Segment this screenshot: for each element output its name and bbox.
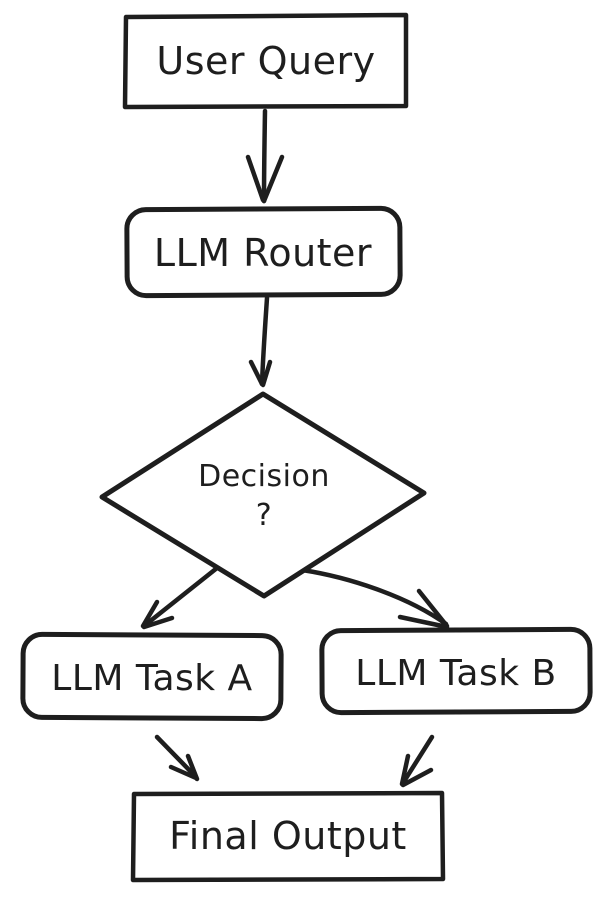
arrow-user-query-to-llm-router xyxy=(245,108,285,204)
node-label: Final Output xyxy=(169,814,407,858)
rectangle-shape xyxy=(130,790,446,883)
rectangle-shape xyxy=(122,12,409,110)
arrow-line xyxy=(261,108,268,204)
arrowhead-icon xyxy=(399,753,434,788)
diamond-shape xyxy=(99,391,427,599)
arrow-line xyxy=(299,567,449,627)
node-llm-task-a: LLM Task A xyxy=(20,631,284,722)
node-user-query: User Query xyxy=(122,12,409,110)
node-label: LLM Router xyxy=(154,231,372,275)
node-label: Decision xyxy=(198,459,330,494)
node-label-line2: ? xyxy=(256,498,272,533)
arrow-line xyxy=(141,565,220,629)
arrowhead-icon xyxy=(397,588,450,630)
node-decision: Decision ? xyxy=(99,391,427,599)
arrow-llm-task-a-to-final-output xyxy=(154,734,200,782)
arrow-line xyxy=(259,295,270,387)
arrow-line xyxy=(400,734,435,786)
node-label: LLM Task B xyxy=(355,653,556,694)
node-llm-router: LLM Router xyxy=(124,205,403,299)
arrowhead-icon xyxy=(168,753,200,782)
rounded-rectangle-shape xyxy=(124,205,403,299)
arrowhead-icon xyxy=(248,359,273,388)
rounded-rectangle-shape xyxy=(319,626,593,716)
arrowhead-icon xyxy=(140,599,175,630)
node-final-output: Final Output xyxy=(130,790,446,883)
arrowhead-icon xyxy=(245,154,285,204)
arrow-llm-task-b-to-final-output xyxy=(399,734,435,788)
node-llm-task-b: LLM Task B xyxy=(319,626,593,716)
arrow-decision-to-llm-task-b xyxy=(299,567,450,630)
arrow-line xyxy=(154,734,199,780)
node-label: LLM Task A xyxy=(51,658,252,699)
arrow-llm-router-to-decision xyxy=(248,295,273,388)
arrow-decision-to-llm-task-a xyxy=(140,565,220,630)
rounded-rectangle-shape xyxy=(20,631,284,722)
node-label: User Query xyxy=(156,39,375,83)
